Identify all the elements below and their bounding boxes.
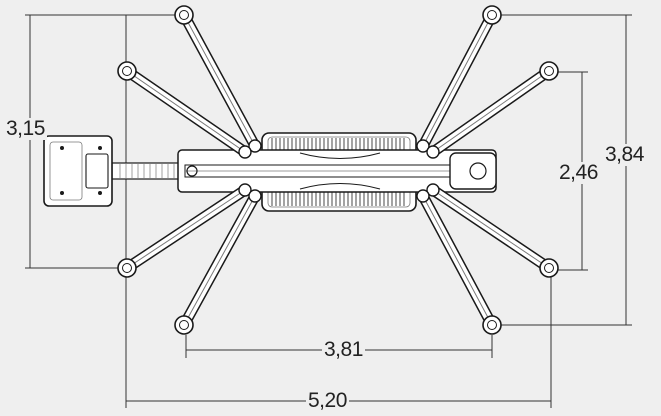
outrigger-hinge (426, 145, 440, 159)
outrigger-hinge (426, 183, 440, 197)
outrigger-hinge (248, 189, 262, 203)
outrigger-front-right-long (416, 5, 502, 153)
outrigger-foot (539, 61, 559, 81)
basket-bolt (60, 191, 64, 195)
dimension-label-overall-width: 5,20 (306, 389, 349, 412)
outrigger-hinge (238, 183, 252, 197)
outrigger-hinge (416, 139, 430, 153)
outrigger-arm-detail (183, 14, 256, 147)
outrigger-arm-detail (183, 195, 256, 326)
basket (43, 135, 113, 207)
outrigger-rear-left-short (117, 183, 252, 278)
outrigger-arm-detail (432, 189, 550, 269)
basket-bolt (60, 146, 64, 150)
outrigger-foot (117, 61, 137, 81)
outrigger-arm-detail (422, 14, 493, 147)
outrigger-arm-detail (126, 189, 246, 269)
boom-hose (299, 152, 381, 190)
basket-floor (49, 141, 83, 201)
dimension-label-left-height: 3,15 (4, 117, 47, 140)
outrigger-hinge (238, 145, 252, 159)
dimension-label-inner-height: 2,46 (557, 161, 600, 184)
outrigger-foot-inner (487, 10, 497, 20)
outrigger-front-right-short (426, 61, 559, 159)
spider-lift (43, 5, 559, 335)
outrigger-hinge (416, 189, 430, 203)
outrigger-rear-left-long (174, 189, 262, 335)
outrigger-foot-inner (179, 10, 189, 20)
boom-pivot (186, 165, 198, 177)
outrigger-foot-inner (122, 263, 132, 273)
basket-control-box (85, 153, 109, 189)
turret-pivot (469, 162, 487, 180)
turret (449, 152, 497, 190)
outrigger-foot-inner (544, 263, 554, 273)
basket-bolt (98, 146, 102, 150)
outrigger-hinge (248, 139, 262, 153)
outrigger-front-left-short (117, 61, 252, 159)
outrigger-foot (539, 258, 559, 278)
outrigger-arm-detail (432, 70, 550, 153)
outrigger-foot (117, 258, 137, 278)
outrigger-foot (482, 5, 502, 25)
outrigger-arm-detail (126, 70, 246, 153)
outrigger-rear-right-long (416, 189, 502, 335)
dimension-label-inner-width: 3,81 (322, 338, 365, 361)
outrigger-foot-inner (487, 320, 497, 330)
outrigger-foot-inner (122, 66, 132, 76)
outrigger-foot-inner (544, 66, 554, 76)
outrigger-foot (174, 315, 194, 335)
outrigger-foot (174, 5, 194, 25)
outrigger-foot (482, 315, 502, 335)
outrigger-front-left-long (174, 5, 262, 153)
outrigger-rear-right-short (426, 183, 559, 278)
outrigger-foot-inner (179, 320, 189, 330)
basket-bolt (98, 191, 102, 195)
outrigger-arm-detail (422, 195, 493, 326)
dimension-label-outer-height: 3,84 (603, 143, 646, 166)
boom (111, 149, 497, 193)
